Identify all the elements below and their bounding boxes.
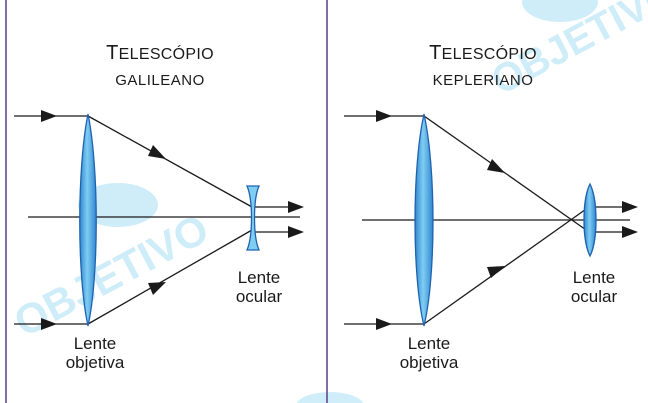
watermark-logo-shape [522, 0, 598, 22]
watermark-logo-shape [296, 392, 364, 403]
objective-lens-convex [79, 113, 97, 327]
arrowhead-icon [41, 110, 57, 122]
arrowhead-icon [288, 201, 304, 213]
arrowhead-icon [622, 201, 638, 213]
galilean-objective-label-line2: objetiva [65, 353, 125, 372]
keplerian-ocular-label-line2: ocular [570, 287, 618, 306]
arrowhead-icon [376, 318, 392, 330]
title-rest: ELESCÓPIO [118, 46, 214, 63]
ocular-lens-convex [583, 182, 597, 258]
arrowhead-icon [288, 226, 304, 238]
title-initial: T [429, 42, 442, 64]
watermark-bottom-left: OBJETIVO [6, 183, 216, 346]
converging-ray-top [87, 115, 253, 208]
arrowhead-icon [41, 318, 57, 330]
galilean-arrowheads [41, 110, 304, 330]
watermark-bottom-center [296, 392, 364, 403]
objective-lens-convex [414, 113, 434, 327]
keplerian-objective-label-line1: Lente [407, 334, 451, 353]
ocular-lens-concave [246, 185, 260, 251]
converging-ray-bottom [423, 206, 590, 325]
arrowhead-icon [622, 226, 638, 238]
keplerian-arrowheads [376, 110, 638, 330]
arrowhead-icon [487, 159, 505, 173]
keplerian-objective-label-line2: objetiva [399, 353, 459, 372]
title-rest: ELESCÓPIO [441, 46, 537, 63]
galilean-objective-label-line1: Lente [73, 334, 117, 353]
galilean-title-line2: GALILEANO [115, 72, 205, 89]
galilean-ocular-label-line2: ocular [235, 287, 283, 306]
arrowhead-icon [148, 145, 166, 159]
arrowhead-icon [487, 266, 505, 278]
panel-frames [5, 0, 328, 403]
keplerian-title-line2: KEPLERIANO [432, 72, 534, 89]
watermark-logo-shape [78, 183, 158, 227]
arrowhead-icon [148, 282, 166, 295]
title-initial: T [106, 42, 119, 64]
converging-ray-top [423, 115, 590, 233]
galilean-ocular-label-line1: Lente [237, 268, 281, 287]
keplerian-title-line1: TELESCÓPIO [383, 42, 583, 65]
galilean-title-line1: TELESCÓPIO [60, 42, 260, 65]
converging-ray-bottom [87, 229, 253, 325]
keplerian-ocular-label-line1: Lente [572, 268, 616, 287]
arrowhead-icon [376, 110, 392, 122]
